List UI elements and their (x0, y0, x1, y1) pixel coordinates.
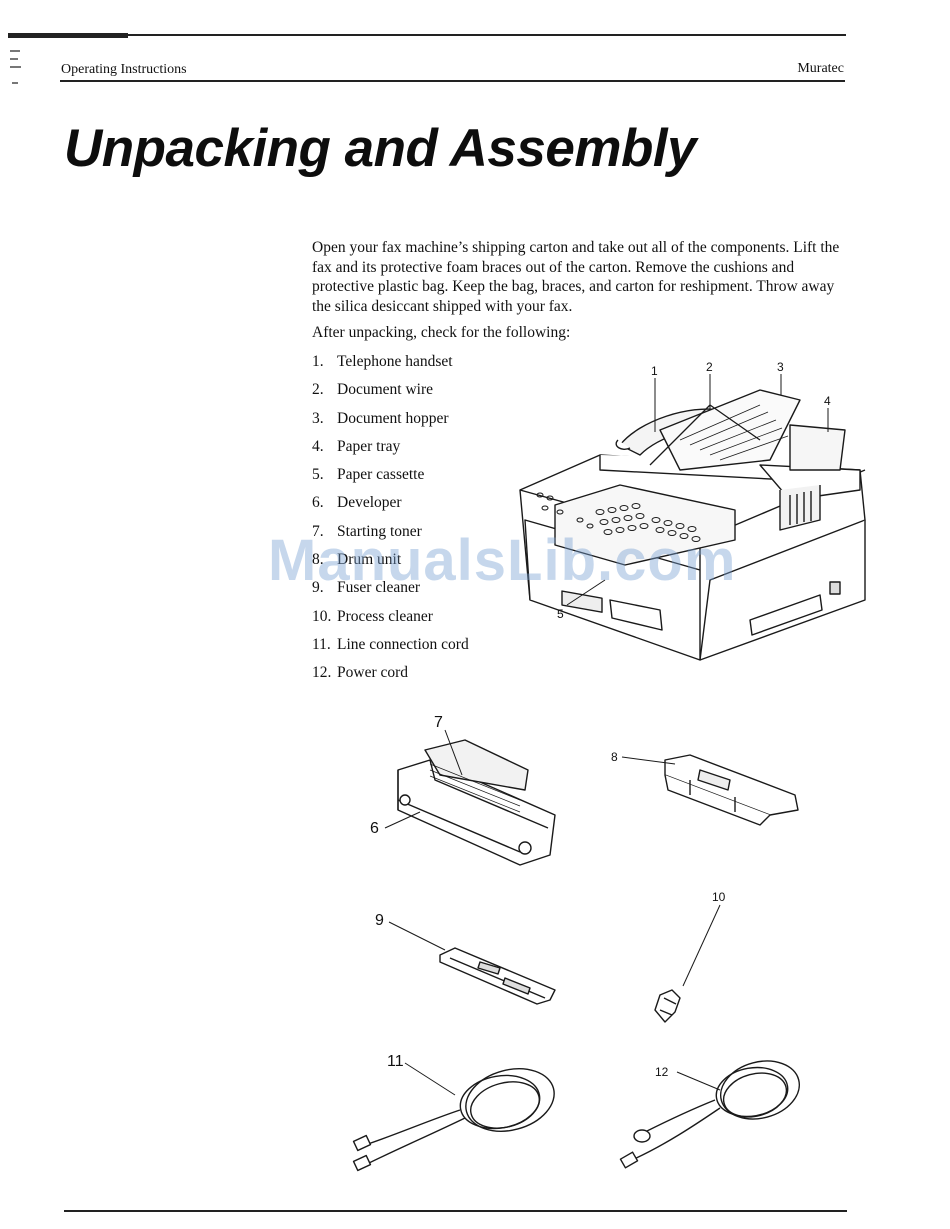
list-item: 6. Developer (312, 493, 469, 521)
list-item: 1. Telephone handset (312, 352, 469, 380)
header-brand: Muratec (797, 61, 844, 76)
header-rule (60, 80, 845, 82)
item-label: Paper tray (337, 437, 401, 455)
fax-machine-drawing (519, 389, 866, 661)
page-title: Unpacking and Assembly (64, 119, 697, 178)
drum-unit-drawing (664, 754, 799, 826)
top-rule (8, 34, 846, 36)
list-item: 2. Document wire (312, 380, 469, 408)
item-label: Process cleaner (337, 607, 433, 625)
power-cord-drawing (619, 1060, 801, 1169)
callout-11: 11 (387, 1053, 404, 1070)
list-item: 12. Power cord (312, 663, 469, 691)
callout-1: 1 (651, 364, 658, 378)
list-item: 5. Paper cassette (312, 465, 469, 493)
item-number: 12. (312, 664, 332, 682)
callout-5: 5 (557, 607, 564, 621)
list-item: 7. Starting toner (312, 522, 469, 550)
list-item: 4. Paper tray (312, 437, 469, 465)
callout-leaders (384, 374, 829, 1096)
callout-8: 8 (611, 750, 618, 764)
item-number: 3. (312, 409, 324, 427)
callout-9: 9 (375, 912, 384, 929)
footer-rule (64, 1210, 847, 1212)
item-label: Developer (337, 494, 402, 512)
item-label: Paper cassette (337, 466, 425, 484)
item-label: Power cord (337, 664, 409, 682)
item-number: 4. (312, 437, 324, 455)
item-number: 1. (312, 353, 324, 370)
callout-3: 3 (777, 360, 784, 374)
header-section-title: Operating Instructions (61, 62, 187, 77)
margin-scan-mark (10, 50, 20, 52)
callout-10: 10 (712, 890, 726, 904)
fuser-cleaner-drawing (439, 947, 556, 1005)
developer-drawing (397, 739, 556, 866)
intro-paragraph: Open your fax machine’s shipping carton … (312, 239, 840, 315)
margin-scan-mark (10, 66, 21, 68)
item-label: Document wire (337, 381, 433, 399)
item-label: Telephone handset (337, 353, 453, 370)
process-cleaner-drawing (654, 989, 681, 1023)
callout-6: 6 (370, 820, 379, 837)
parts-list: 1. Telephone handset 2. Document wire 3. Do… (312, 352, 469, 692)
item-label: Document hopper (337, 409, 449, 427)
item-label: Fuser cleaner (337, 579, 421, 597)
margin-scan-mark (12, 82, 18, 84)
item-label: Drum unit (337, 551, 402, 569)
callout-2: 2 (706, 360, 713, 374)
item-number: 2. (312, 381, 324, 399)
callout-12: 12 (655, 1065, 669, 1079)
callout-4: 4 (824, 394, 831, 408)
item-number: 7. (312, 522, 324, 540)
item-number: 9. (312, 579, 324, 597)
item-number: 11. (312, 635, 331, 653)
item-label: Starting toner (337, 522, 422, 540)
item-label: Line connection cord (337, 635, 469, 653)
item-number: 10. (312, 607, 332, 625)
margin-scan-mark (10, 58, 18, 60)
line-cord-drawing (352, 1068, 555, 1172)
list-item: 8. Drum unit (312, 550, 469, 578)
list-item: 10. Process cleaner (312, 607, 469, 635)
list-item: 11. Line connection cord (312, 635, 469, 663)
item-number: 6. (312, 494, 324, 512)
list-item: 9. Fuser cleaner (312, 578, 469, 606)
checklist-heading: After unpacking, check for the following… (312, 324, 571, 341)
item-number: 8. (312, 551, 324, 569)
item-number: 5. (312, 466, 324, 484)
list-item: 3. Document hopper (312, 409, 469, 437)
callout-7: 7 (434, 714, 443, 731)
